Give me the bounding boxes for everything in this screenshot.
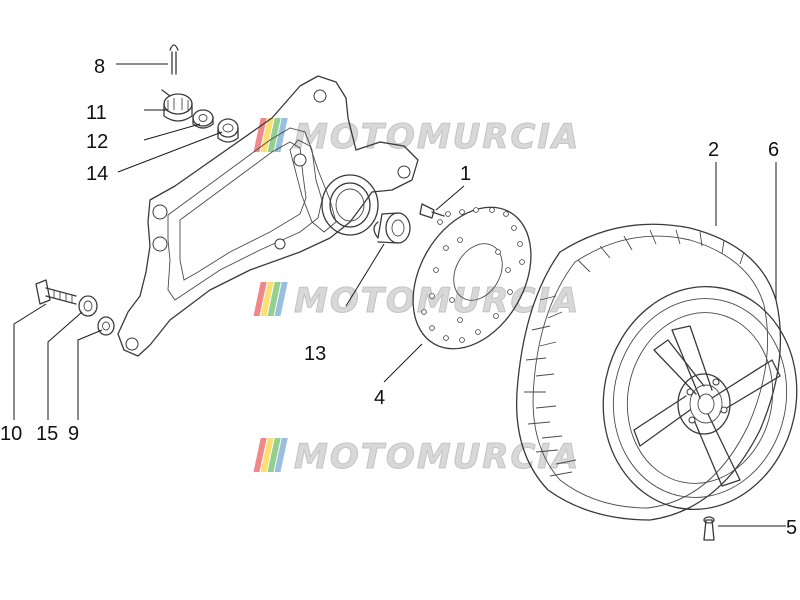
spacer-14	[217, 118, 239, 143]
watermark-text: MOTOMURCIA	[294, 281, 580, 321]
brake-disc	[412, 206, 532, 350]
watermark-bottom: MOTOMURCIA	[253, 437, 580, 478]
wheel-rim	[602, 285, 798, 511]
watermark-middle: MOTOMURCIA	[253, 281, 580, 322]
castle-nut	[161, 89, 193, 122]
callout-8: 8	[94, 56, 105, 78]
callout-11: 11	[86, 102, 107, 124]
callout-9: 9	[68, 423, 79, 445]
split-pin	[169, 44, 179, 75]
bushing-13	[373, 212, 411, 244]
screw-1	[419, 203, 445, 219]
callout-labels: 8 11 12 14 1 2 6 13 4 10 15 9 5	[0, 56, 797, 539]
callout-14: 14	[86, 163, 108, 185]
bolt-10	[35, 279, 77, 305]
washer-15	[78, 295, 98, 317]
callout-6: 6	[768, 139, 779, 161]
washer-9	[97, 316, 115, 336]
watermark-text: MOTOMURCIA	[294, 437, 580, 477]
callout-15: 15	[36, 423, 58, 445]
watermark-text: MOTOMURCIA	[294, 117, 580, 157]
nut-12	[192, 109, 214, 129]
callout-4: 4	[374, 387, 385, 409]
callout-5: 5	[786, 517, 797, 539]
callout-1: 1	[460, 163, 471, 185]
tyre-valve	[703, 516, 715, 541]
tyre	[515, 223, 782, 521]
callout-13: 13	[304, 343, 326, 365]
leader-lines	[13, 63, 786, 527]
callout-12: 12	[86, 131, 108, 153]
watermark-top: MOTOMURCIA	[253, 117, 580, 158]
callout-10: 10	[0, 423, 22, 445]
callout-2: 2	[708, 139, 719, 161]
swing-arm	[117, 75, 419, 357]
